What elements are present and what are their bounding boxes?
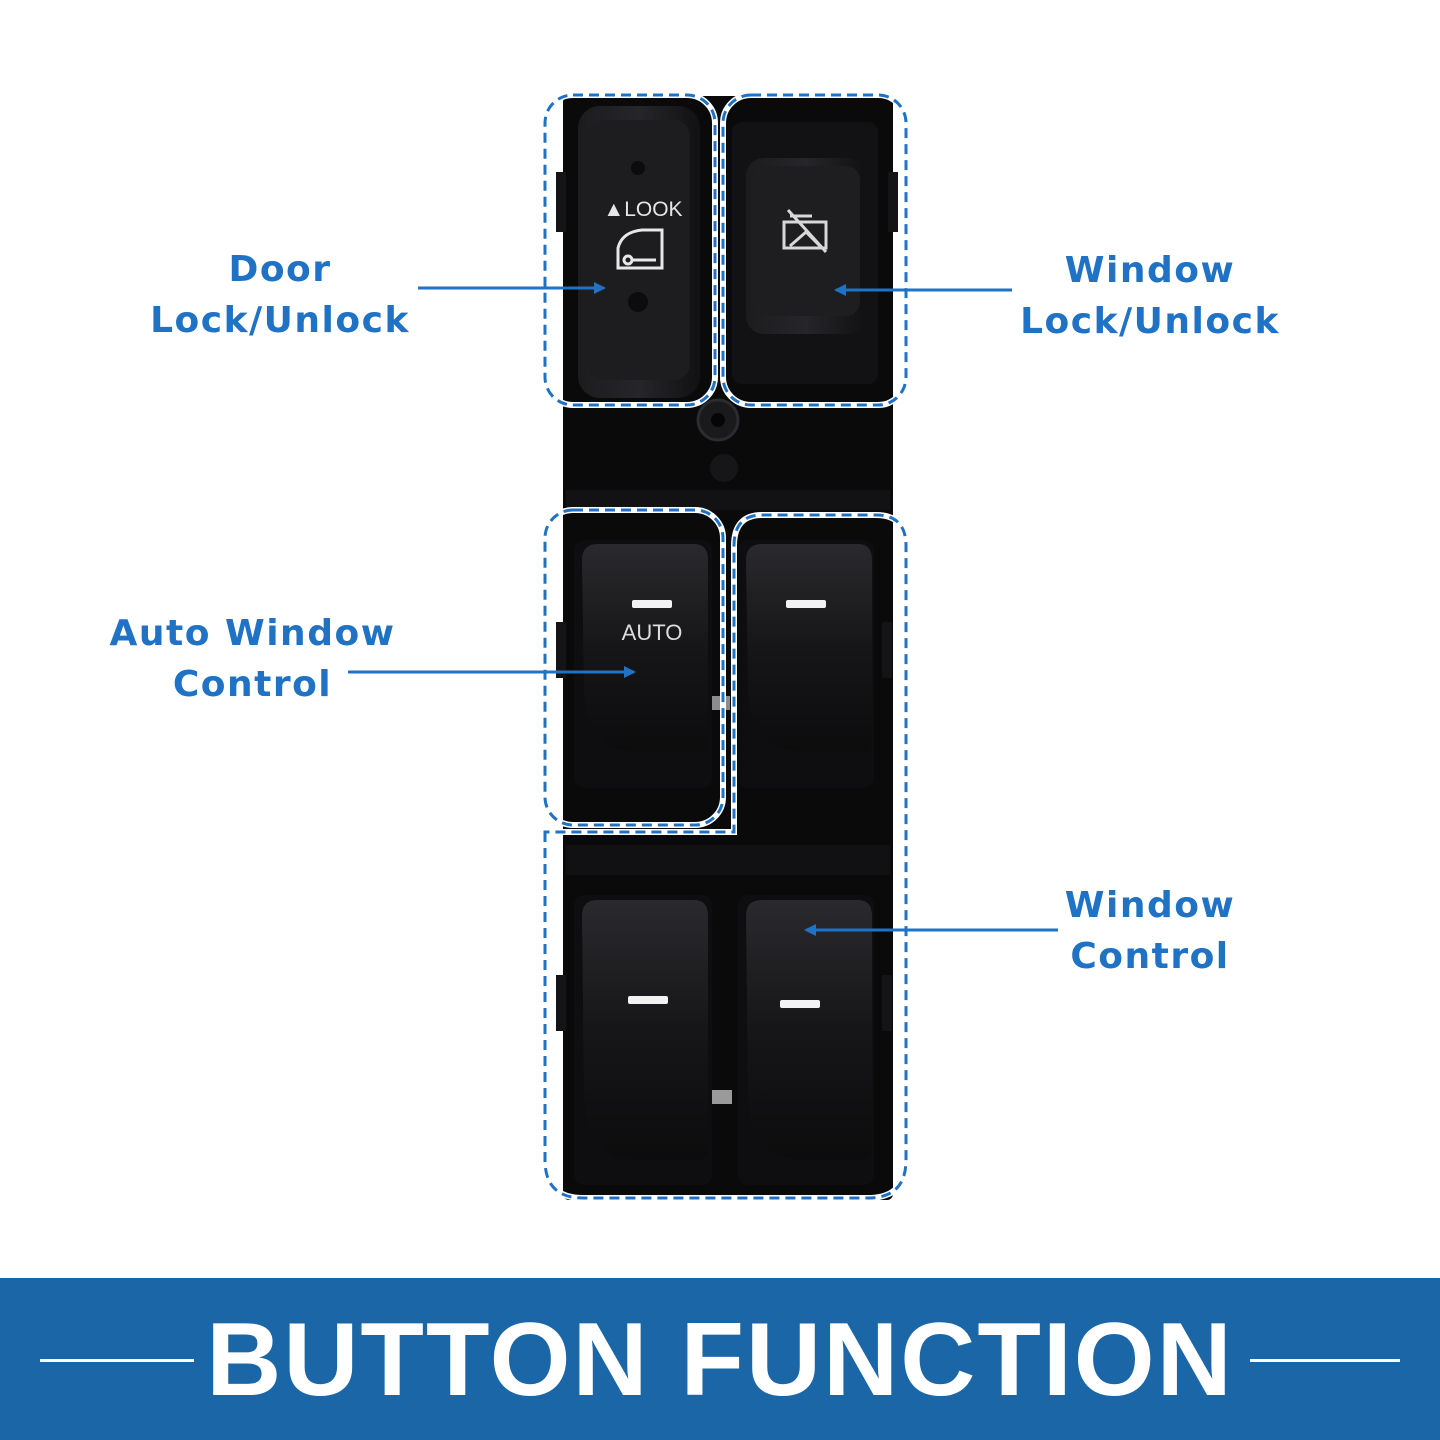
auto-text: AUTO [622,620,683,645]
title-banner [0,1278,1440,1440]
auto-window-button[interactable]: AUTO [574,540,712,788]
window-control-button-front-right[interactable] [738,540,874,788]
callout-arrows [348,282,1058,936]
indicator-light [780,1000,820,1008]
window-lock-icon [782,208,828,254]
banner-right-rule [1250,1359,1400,1362]
window-control-button-rear-left[interactable] [574,895,712,1185]
window-lock-label: Window Lock/Unlock [1020,250,1280,342]
door-key-icon [616,228,664,270]
lock-text: ▲LOOK [603,198,682,221]
window-switch-illustration: ▲LOOK AUTO [348,92,1058,1201]
banner-title: BUTTON FUNCTION [206,1302,1234,1418]
auto-window-label: Auto Window Control [109,613,396,705]
indicator-light [786,600,826,608]
window-control-label: Window Control [1064,885,1236,977]
indicator-light [628,996,668,1004]
indicator-light [632,600,672,608]
door-lock-label: Door Lock/Unlock [150,249,410,341]
window-control-button-rear-right[interactable] [738,895,874,1185]
window-lock-button[interactable] [732,122,878,384]
metal-pin [712,1090,732,1104]
door-lock-button[interactable]: ▲LOOK [578,106,700,398]
banner-left-rule [40,1359,194,1362]
product-diagram: ▲LOOK AUTO [109,92,1280,1201]
callout-outlines [542,92,909,1201]
